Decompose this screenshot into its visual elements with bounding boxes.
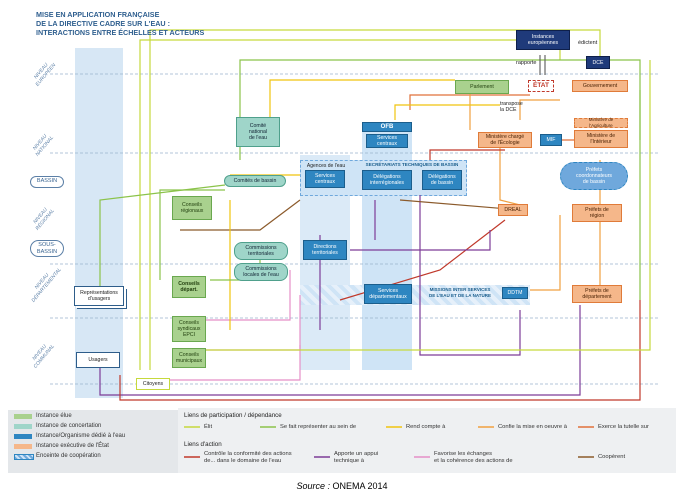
node-ministere-ecologie: Ministère chargé de l'Écologie [478, 132, 532, 148]
node-comites-bassin: Comités de bassin [224, 175, 286, 187]
node-parlement: Parlement [455, 80, 509, 94]
legend-swatch-executif [14, 444, 32, 449]
node-prefets-coordonnateurs: Préfets coordonnateurs de bassin [560, 162, 628, 190]
source-prefix: Source : [296, 481, 333, 491]
legend-label-concertation: Instance de concertation [36, 423, 102, 429]
missions-band [300, 285, 530, 305]
source-name: ONEMA 2014 [332, 481, 388, 491]
node-commissions-locales: Commissions locales de l'eau [234, 263, 288, 281]
node-services-centraux-ae: Services centraux [305, 170, 345, 188]
node-commissions-territoriales: Commissions territoriales [234, 242, 288, 260]
legend-label-cooperation: Enceinte de coopération [36, 453, 101, 459]
cooperation-band-left [75, 48, 123, 398]
node-conseils-municipaux: Conseils municipaux [172, 348, 206, 368]
source-caption: Source : ONEMA 2014 [0, 481, 684, 491]
legend-action-controle: Contrôle la conformité des actions de...… [204, 451, 292, 464]
level-bassin: BASSIN [30, 176, 64, 188]
node-delegations-bassin: Délégations de bassin [422, 170, 462, 190]
node-services-departementaux: Services départementaux [364, 284, 412, 304]
node-comite-national: Comité national de l'eau [236, 117, 280, 147]
node-prefets-departement: Préfets de département [572, 285, 622, 303]
legend-participation-elit: Élit [204, 424, 213, 430]
node-delegations-interregionales: Délégations interrégionales [362, 170, 412, 190]
legend-header-participation: Liens de participation / dépendance [184, 412, 282, 419]
node-services-centraux-ofb: Services centraux [366, 134, 408, 148]
node-ministere-agriculture: Ministère de l'Agriculture [574, 117, 628, 128]
legend-types-panel [8, 410, 178, 473]
secretariats-label: SECRÉTARIATS TECHNIQUES DE BASSIN [365, 161, 459, 167]
node-citoyens: Citoyens [136, 378, 170, 390]
legend-participation-confie: Confie la mise en oeuvre à [498, 424, 567, 430]
legend-swatch-concertation [14, 424, 32, 429]
node-etat: ÉTAT [528, 80, 554, 92]
legend-swatch-cooperation [14, 454, 34, 460]
node-directions-territoriales: Directions territoriales [303, 240, 347, 260]
legend-participation-tutelle: Exerce la tutelle sur [598, 424, 649, 430]
legend-action-appui: Apporte un appui technique à [334, 451, 379, 464]
legend-label-executif: Instance exécutive de l'État [36, 443, 109, 449]
legend-swatch-elue [14, 414, 32, 419]
node-conseils-depart: Conseils départ. [172, 276, 206, 298]
node-mif: MIF [540, 134, 562, 146]
legend-links-panel [178, 408, 676, 473]
node-conseils-regionaux: Conseils régionaux [172, 196, 212, 220]
node-conseils-syndicaux: Conseils syndicaux EPCI [172, 316, 206, 342]
node-gouvernement: Gouvernement [572, 80, 628, 92]
legend-label-eau: Instance/Organisme dédié à l'eau [36, 433, 126, 439]
edge-transpose: transpose la DCE [500, 101, 523, 113]
diagram-title: MISE EN APPLICATION FRANÇAISE DE LA DIRE… [36, 10, 205, 37]
missions-label: MISSIONS INTER SERVICES DE L'EAU ET DE L… [428, 287, 492, 298]
level-sous-bassin: SOUS- BASSIN [30, 240, 64, 257]
node-instances-europeennes: Instances européennes [516, 30, 570, 50]
legend-participation-rend-compte: Rend compte à [406, 424, 446, 430]
agences-eau-label: Agences de l'eau [306, 162, 346, 169]
node-dce: DCE [586, 56, 610, 69]
legend-label-elue: Instance élue [36, 413, 72, 419]
edge-rapporte: rapporte [516, 60, 537, 66]
legend-header-action: Liens d'action [184, 441, 222, 448]
node-dreal: DREAL [498, 204, 528, 216]
node-representations-usagers: Représentations d'usagers [74, 286, 124, 306]
node-usagers: Usagers [76, 352, 120, 368]
node-ddtm: DDTM [502, 287, 528, 299]
legend-action-echanges: Favorise les échanges et la cohérence de… [434, 451, 513, 464]
legend-action-cooperent: Coopèrent [598, 454, 626, 460]
legend-participation-represente: Se fait représenter au sein de [280, 424, 357, 430]
node-ministere-interieur: Ministère de l'Intérieur [574, 130, 628, 148]
node-prefets-region: Préfets de région [572, 204, 622, 222]
node-ofb: OFB [362, 122, 412, 132]
legend-swatch-eau [14, 434, 32, 439]
edge-edictent: édictent [578, 40, 598, 46]
